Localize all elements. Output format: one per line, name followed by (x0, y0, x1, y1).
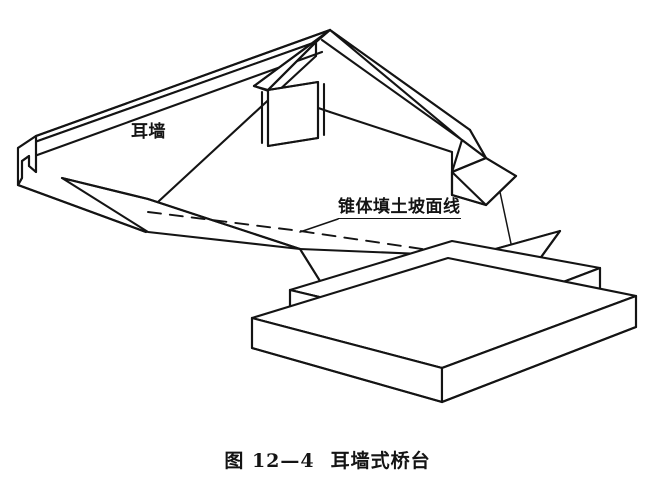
label-wing-wall: 耳墙 (131, 122, 166, 142)
right-wing-wall (328, 28, 524, 301)
left-wing-wall (16, 28, 332, 251)
figure-caption-title: 耳墙式桥台 (330, 450, 431, 472)
bearing-seat-block (260, 80, 326, 148)
figure-caption-number: 图 12—4 (224, 450, 315, 472)
label-cone-fill-slope-line: 锥体填土坡面线 (338, 197, 461, 219)
foundation-lower-step (250, 256, 638, 404)
figure-caption: 图 12—4 耳墙式桥台 (0, 446, 655, 473)
slope-label-leader-line (299, 218, 339, 233)
cone-fill-slope-dashed-line (147, 211, 561, 257)
